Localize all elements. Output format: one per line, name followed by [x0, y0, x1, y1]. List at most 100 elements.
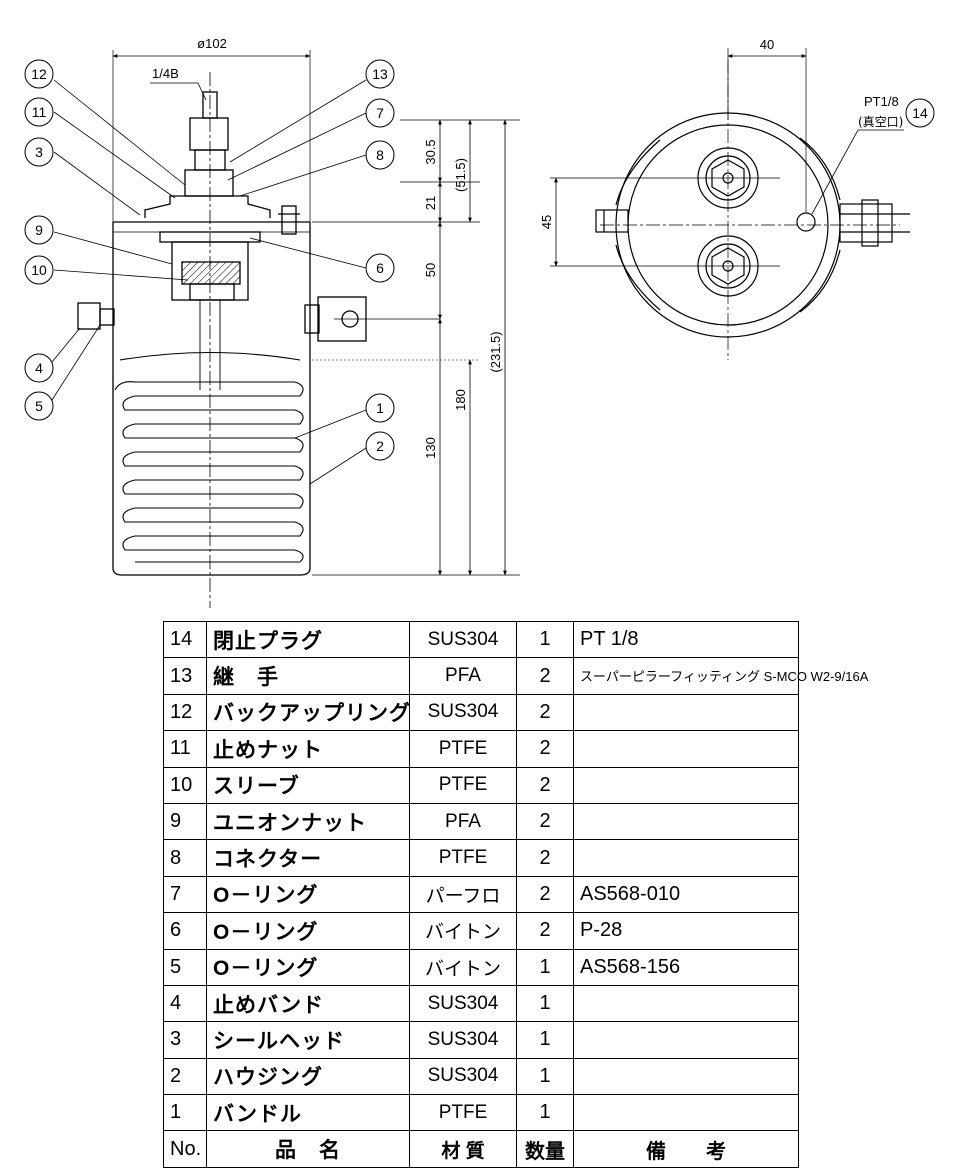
balloon-7: 7	[376, 105, 384, 121]
part-name: O－リング	[206, 912, 410, 950]
part-remarks	[573, 984, 799, 1023]
part-name: コネクター	[206, 839, 410, 877]
part-name: O－リング	[206, 875, 410, 914]
part-name: O－リング	[206, 948, 410, 986]
part-remarks	[573, 839, 799, 877]
part-material: バイトン	[409, 912, 517, 950]
part-qty: 1	[516, 620, 574, 659]
balloon-6: 6	[376, 260, 384, 276]
part-no: 6	[163, 912, 207, 950]
part-no: 2	[163, 1057, 207, 1096]
part-no: 8	[163, 839, 207, 877]
part-material: SUS304	[409, 693, 517, 732]
part-material: SUS304	[409, 620, 517, 659]
balloon-leaders	[51, 79, 367, 485]
part-no: 12	[163, 693, 207, 732]
port-label-vacuum: (真空口)	[858, 115, 903, 129]
front-view-labels: ø102 1/4B 30.5 21 (51.5) 50 180 130 (231…	[31, 36, 503, 459]
part-name: シールヘッド	[206, 1021, 410, 1059]
part-qty: 2	[516, 912, 574, 950]
top-view-labels: 40 45 PT1/8 (真空口) 14	[539, 37, 928, 229]
part-name: 止めバンド	[206, 984, 410, 1023]
balloons-right	[365, 59, 395, 461]
fitting	[184, 169, 234, 197]
dim-45-label: 45	[539, 215, 554, 229]
header-name: 品 名	[206, 1130, 410, 1168]
part-qty: 2	[516, 802, 574, 841]
balloon-10: 10	[31, 262, 47, 278]
part-no: 11	[163, 730, 207, 768]
part-no: 3	[163, 1021, 207, 1059]
balloon-1: 1	[376, 400, 384, 416]
part-remarks	[573, 802, 799, 841]
part-qty: 2	[516, 766, 574, 804]
technical-drawing: ø102 1/4B 30.5 21 (51.5) 50 180 130 (231…	[24, 36, 935, 608]
part-material: バイトン	[409, 948, 517, 986]
part-remarks: AS568-156	[573, 948, 799, 986]
dim-40-label: 40	[760, 37, 774, 52]
part-material: PTFE	[409, 839, 517, 877]
parts-table-header: No. 品 名 材 質 数量 備 考	[163, 1130, 799, 1168]
part-no: 1	[163, 1094, 207, 1132]
part-remarks: スーパーピラーフィッティング S-MCO W2-9/16A	[573, 657, 868, 695]
balloon-9: 9	[35, 222, 43, 238]
part-no: 7	[163, 875, 207, 914]
part-name: 閉止プラグ	[206, 620, 410, 659]
part-remarks	[573, 1094, 799, 1132]
part-material: PFA	[409, 802, 517, 841]
part-qty: 1	[516, 984, 574, 1023]
part-no: 13	[163, 657, 207, 695]
part-remarks: PT 1/8	[573, 620, 799, 659]
part-material: PTFE	[409, 1094, 517, 1132]
part-material: SUS304	[409, 1057, 517, 1096]
header-no: No.	[163, 1130, 207, 1168]
dim-130-label: 130	[423, 437, 438, 459]
part-no: 10	[163, 766, 207, 804]
balloon-4: 4	[35, 360, 43, 376]
balloon-13: 13	[372, 66, 388, 82]
coil-bundle	[114, 351, 304, 563]
part-material: PFA	[409, 657, 517, 695]
dim-21-label: 21	[423, 196, 438, 210]
part-no: 5	[163, 948, 207, 986]
top-view	[550, 48, 935, 360]
part-name: ハウジング	[206, 1057, 410, 1096]
part-remarks: AS568-010	[573, 875, 799, 914]
part-material: PTFE	[409, 766, 517, 804]
part-material: PTFE	[409, 730, 517, 768]
part-remarks	[573, 1057, 799, 1096]
housing-outline	[112, 222, 311, 576]
part-qty: 1	[516, 1057, 574, 1096]
seal-head	[144, 195, 271, 218]
part-name: バックアップリング	[206, 693, 410, 732]
part-no: 4	[163, 984, 207, 1023]
port-label: PT1/8	[864, 94, 899, 109]
part-qty: 2	[516, 693, 574, 732]
part-name: 止めナット	[206, 730, 410, 768]
part-remarks	[573, 1021, 799, 1059]
balloon-5: 5	[35, 398, 43, 414]
part-remarks: P-28	[573, 912, 799, 950]
header-remarks: 備 考	[573, 1130, 799, 1168]
part-qty: 1	[516, 948, 574, 986]
part-name: バンドル	[206, 1094, 410, 1132]
balloon-11: 11	[32, 104, 47, 120]
part-qty: 2	[516, 657, 574, 695]
front-view	[24, 50, 520, 608]
dim-231-5-label: (231.5)	[488, 331, 503, 372]
part-remarks	[573, 693, 799, 732]
part-no: 9	[163, 802, 207, 841]
part-qty: 1	[516, 1094, 574, 1132]
